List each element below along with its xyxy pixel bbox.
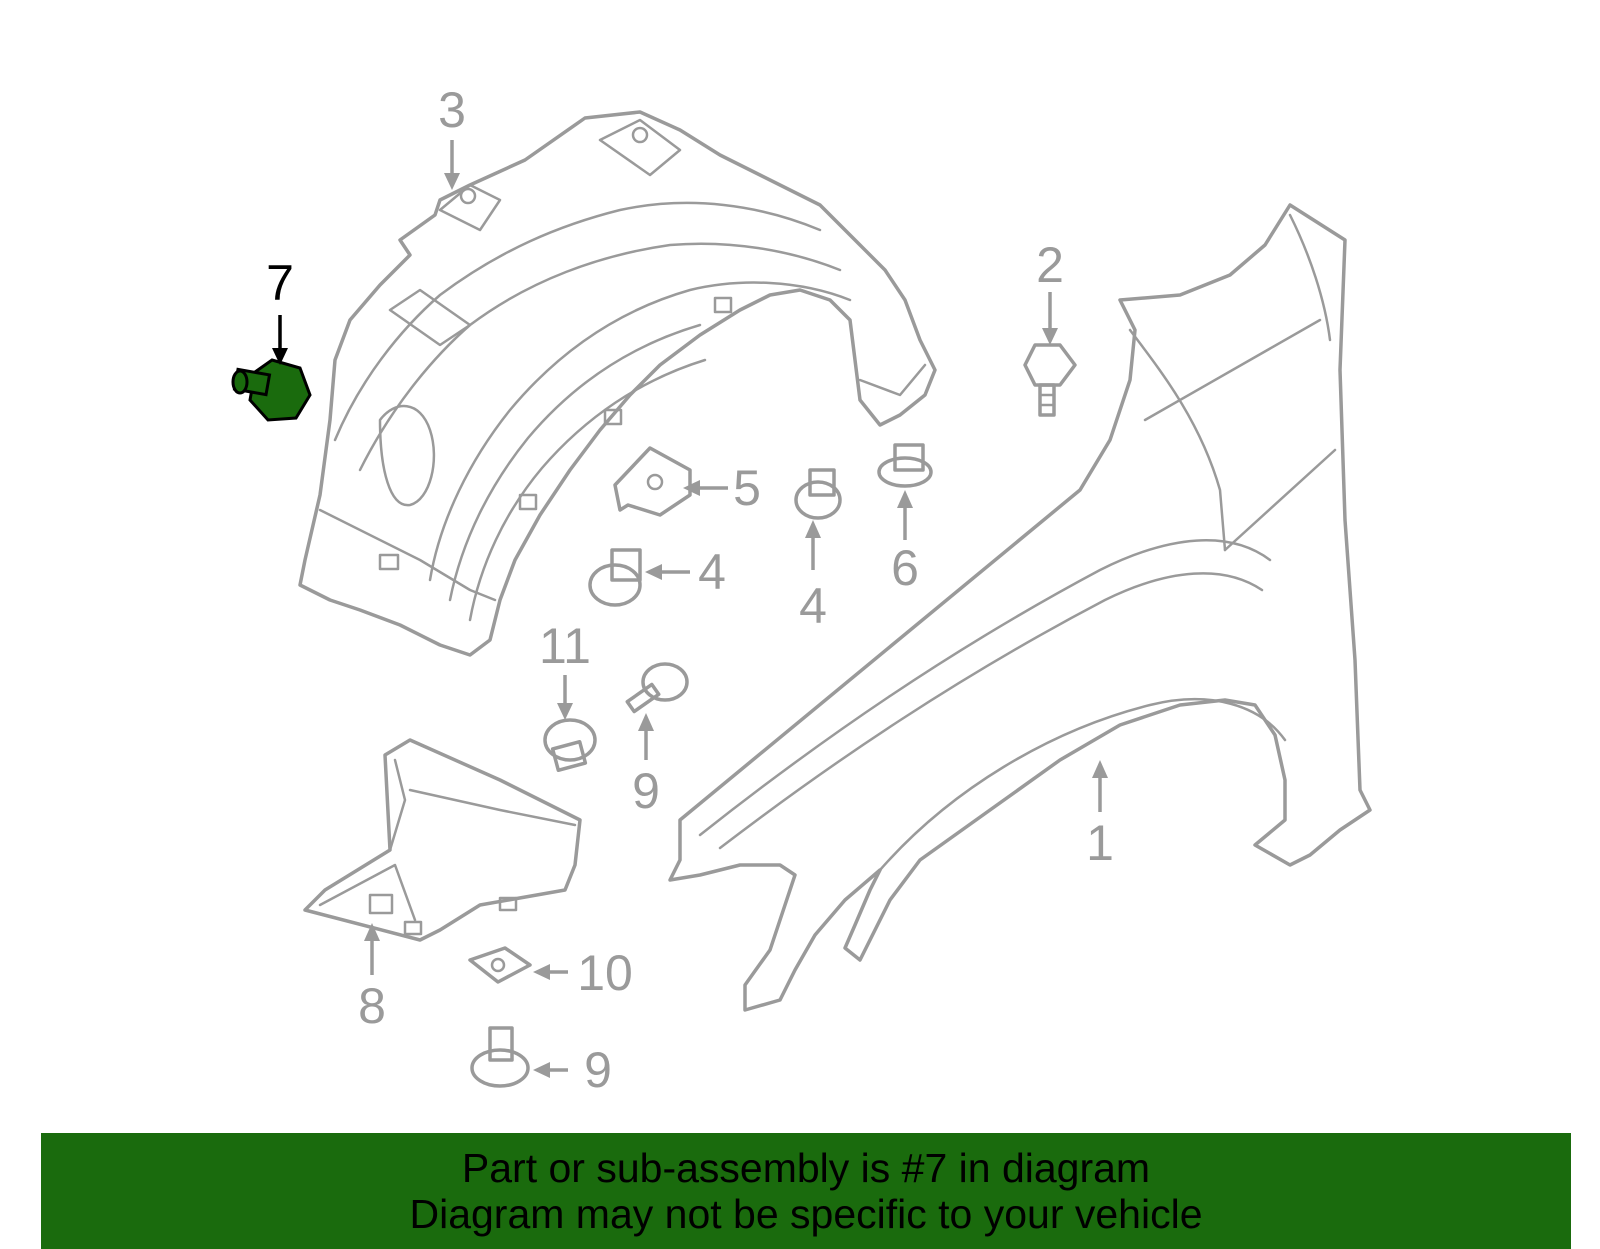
parts-diagram: 1 2 3 4 4 5 6 7 8 9 9 10 11 xyxy=(231,82,1372,1098)
callout-9b-label: 9 xyxy=(584,1042,612,1098)
bracket-5-drawing xyxy=(613,446,692,517)
info-banner: Part or sub-assembly is #7 in diagram Di… xyxy=(41,1133,1571,1249)
callout-1-label: 1 xyxy=(1086,815,1114,871)
callout-6-label: 6 xyxy=(891,540,919,596)
banner-part-line: Part or sub-assembly is #7 in diagram xyxy=(461,1145,1151,1191)
callout-4a-label: 4 xyxy=(698,544,726,600)
callout-9a-label: 9 xyxy=(632,763,660,819)
callout-4b-label: 4 xyxy=(799,578,827,634)
bolt-2-drawing xyxy=(1023,343,1077,417)
banner-disclaimer-line: Diagram may not be specific to your vehi… xyxy=(409,1191,1203,1237)
callout-8-label: 8 xyxy=(358,978,386,1034)
callout-7-label: 7 xyxy=(266,255,294,311)
clip-6-drawing xyxy=(877,443,933,488)
callout-5-label: 5 xyxy=(733,460,761,516)
splash-shield-drawing xyxy=(303,738,582,942)
clip-4b-drawing xyxy=(588,548,642,607)
fender-liner-drawing xyxy=(298,110,937,657)
callout-11-label: 11 xyxy=(539,618,591,674)
fender-drawing xyxy=(668,203,1372,1012)
callout-10-label: 10 xyxy=(577,945,633,1001)
callout-2-label: 2 xyxy=(1036,237,1064,293)
callout-3-label: 3 xyxy=(438,82,466,138)
bolt-9a-drawing xyxy=(625,662,689,714)
callout-arrows xyxy=(272,140,1108,1078)
highlighted-part-7 xyxy=(231,358,312,422)
grommet-11-drawing xyxy=(543,718,597,772)
clip-4a-drawing xyxy=(794,468,842,520)
nut-10-drawing xyxy=(468,946,532,984)
bolt-9b-drawing xyxy=(470,1026,530,1088)
